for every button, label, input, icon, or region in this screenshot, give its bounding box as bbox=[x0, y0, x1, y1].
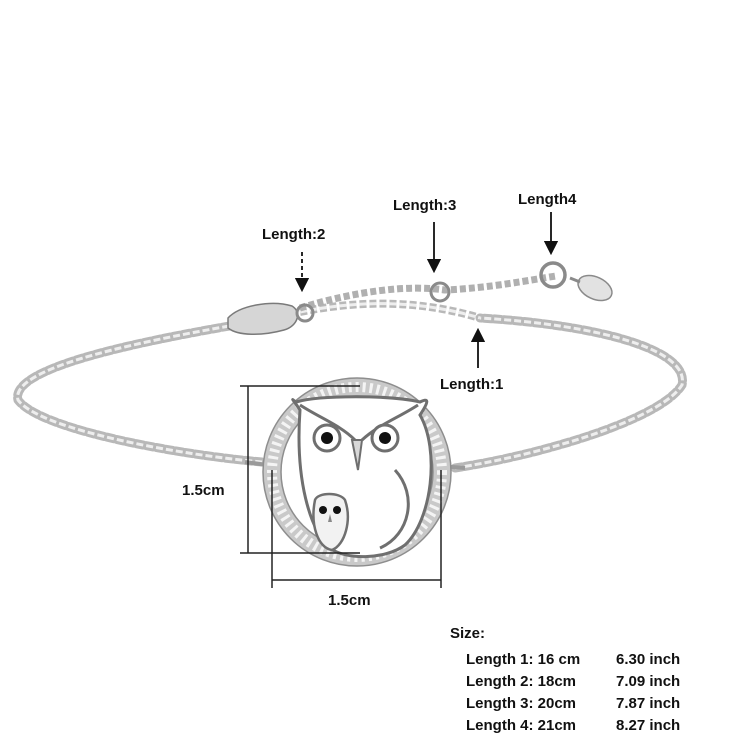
size-row-inch: 7.09 inch bbox=[616, 673, 681, 690]
bracelet-chain bbox=[13, 272, 687, 473]
width-dimension-line bbox=[271, 470, 442, 588]
size-row: Length 2: 18cm 7.09 inch bbox=[466, 673, 680, 690]
size-row: Length 1: 16 cm 6.30 inch bbox=[466, 651, 680, 668]
size-row-inch: 7.87 inch bbox=[616, 695, 681, 712]
size-table-title: Size: bbox=[450, 625, 486, 642]
size-row: Length 4: 21cm 8.27 inch bbox=[466, 717, 680, 734]
owl-pendant bbox=[262, 377, 452, 567]
size-row-label: Length 2: 18cm bbox=[466, 673, 577, 690]
label-height-dimension: 1.5cm bbox=[182, 482, 225, 499]
size-row-label: Length 4: 21cm bbox=[466, 717, 577, 734]
end-tag bbox=[577, 274, 613, 302]
lobster-clasp bbox=[227, 302, 315, 335]
ring-length4 bbox=[539, 261, 567, 289]
label-length1: Length:1 bbox=[440, 376, 504, 393]
label-length2: Length:2 bbox=[262, 226, 326, 243]
label-width-dimension: 1.5cm bbox=[328, 592, 371, 609]
size-row-label: Length 1: 16 cm bbox=[466, 651, 581, 668]
size-row-label: Length 3: 20cm bbox=[466, 695, 577, 712]
ring-length3 bbox=[429, 281, 451, 303]
size-row-inch: 8.27 inch bbox=[616, 717, 681, 734]
height-dimension-line bbox=[240, 385, 360, 554]
size-row-inch: 6.30 inch bbox=[616, 651, 681, 668]
label-length3: Length:3 bbox=[393, 197, 457, 214]
label-length4: Length4 bbox=[518, 191, 577, 208]
size-row: Length 3: 20cm 7.87 inch bbox=[466, 695, 680, 712]
